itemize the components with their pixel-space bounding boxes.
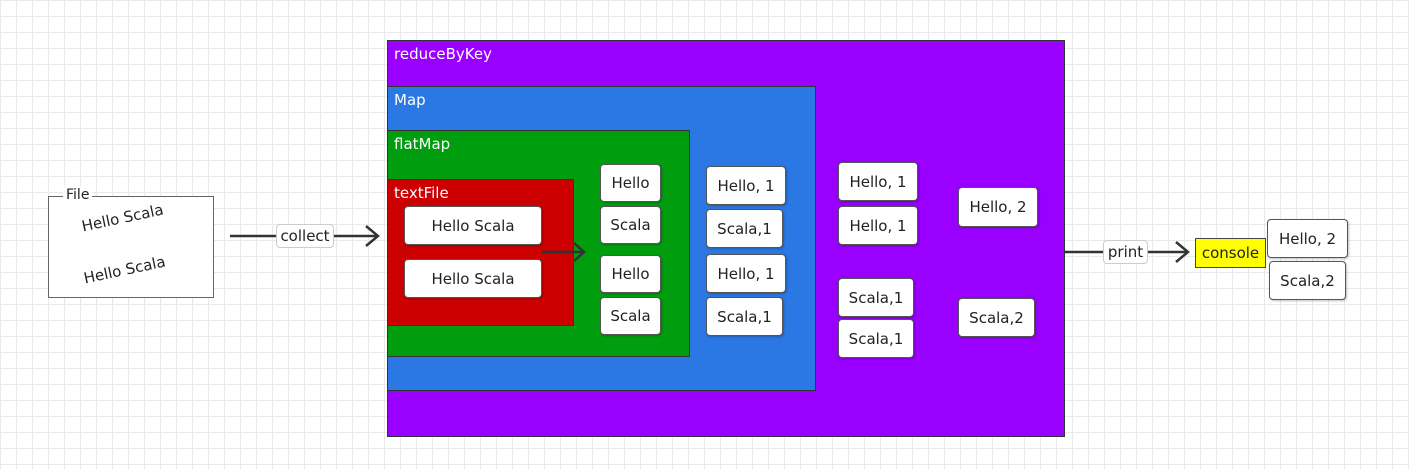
collect-arrow-head bbox=[365, 225, 380, 247]
print-arrow-head bbox=[1175, 241, 1190, 263]
flatmap-item: Hello bbox=[600, 255, 661, 293]
grouped-item: Hello, 1 bbox=[838, 206, 918, 245]
textfile-arrow-head bbox=[573, 242, 586, 262]
console-node: console bbox=[1195, 238, 1266, 268]
reduced-item: Hello, 2 bbox=[958, 187, 1038, 227]
file-title: File bbox=[63, 187, 93, 203]
textfile-item: Hello Scala bbox=[404, 259, 542, 298]
reduced-item: Scala,2 bbox=[958, 298, 1035, 337]
flatmap-item: Scala bbox=[600, 297, 661, 335]
console-output-item: Hello, 2 bbox=[1267, 219, 1348, 258]
collect-label: collect bbox=[276, 224, 334, 248]
print-label: print bbox=[1103, 240, 1148, 264]
grouped-item: Scala,1 bbox=[838, 278, 914, 317]
textfile-item: Hello Scala bbox=[404, 206, 542, 245]
reducebykey-label: reduceByKey bbox=[394, 45, 492, 63]
file-frame: File Hello Scala Hello Scala bbox=[48, 187, 214, 298]
map-item: Hello, 1 bbox=[706, 166, 786, 205]
flatmap-item: Hello bbox=[600, 164, 661, 202]
grouped-item: Hello, 1 bbox=[838, 162, 918, 201]
map-item: Hello, 1 bbox=[706, 254, 786, 293]
flatmap-label: flatMap bbox=[394, 135, 451, 153]
map-item: Scala,1 bbox=[706, 297, 783, 336]
map-label: Map bbox=[394, 91, 426, 109]
textfile-label: textFile bbox=[394, 184, 449, 202]
grouped-item: Scala,1 bbox=[838, 319, 914, 358]
flatmap-item: Scala bbox=[600, 206, 661, 244]
map-item: Scala,1 bbox=[706, 209, 783, 248]
console-output-item: Scala,2 bbox=[1269, 261, 1346, 300]
